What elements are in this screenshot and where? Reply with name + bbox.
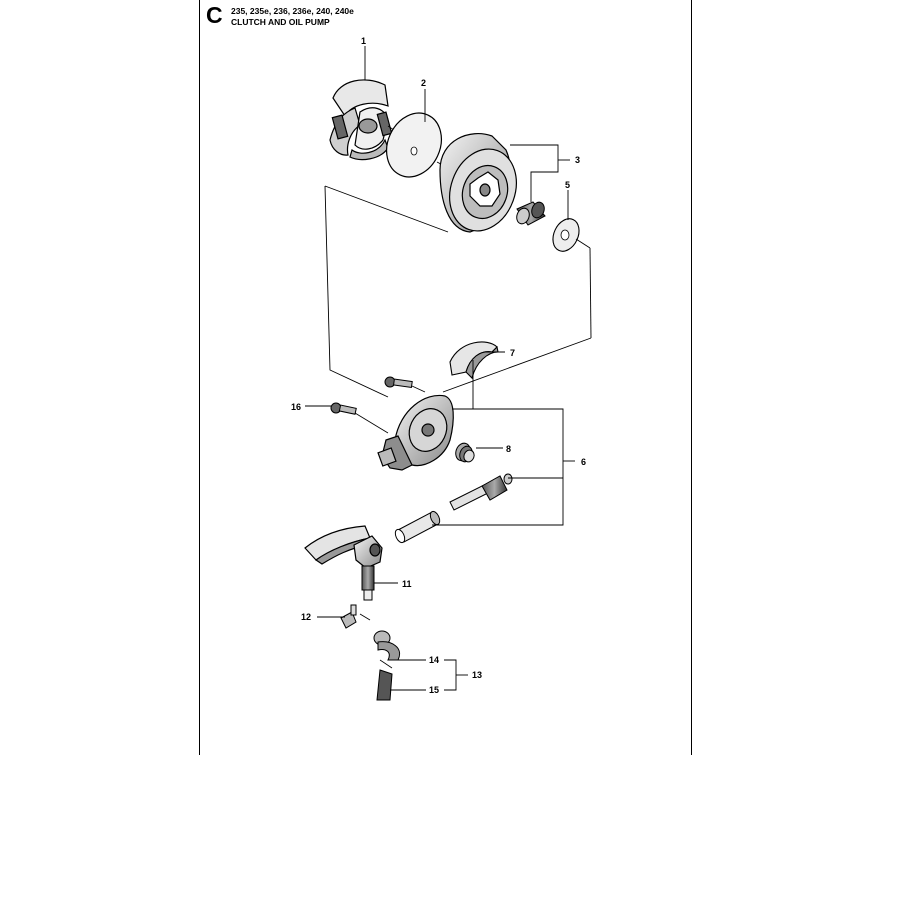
leader-line-13 (444, 659, 457, 691)
connector-part (340, 604, 357, 629)
assembly-outline (442, 337, 592, 393)
hose-part (373, 630, 400, 661)
assembly-outline (575, 238, 591, 249)
assembly-outline (324, 185, 389, 398)
pump-piston-part (394, 510, 441, 544)
leader-line-6 (432, 360, 564, 526)
callout-13: 13 (472, 670, 482, 680)
spring-part (455, 442, 475, 463)
callout-6: 6 (581, 457, 586, 467)
screw-lower (330, 402, 357, 415)
oil-pump-housing (377, 394, 454, 471)
callout-1: 1 (361, 36, 366, 46)
filter-part (376, 669, 393, 701)
clutch-drum-part (439, 132, 517, 233)
axis-line (359, 613, 371, 621)
screw-upper (384, 376, 413, 389)
axis-line (354, 412, 389, 434)
callout-7: 7 (510, 348, 515, 358)
model-list: 235, 235e, 236, 236e, 240, 240e (231, 6, 354, 16)
callout-15: 15 (429, 685, 439, 695)
axis-line (411, 385, 426, 393)
washer-part (552, 218, 580, 252)
callout-2: 2 (421, 78, 426, 88)
disc-part (386, 112, 442, 178)
right-frame-line (691, 0, 692, 755)
section-letter: C (206, 2, 223, 28)
pump-shaft-part (449, 473, 513, 511)
needle-bearing-part (516, 201, 546, 226)
callout-5: 5 (565, 180, 570, 190)
axis-line (379, 659, 393, 669)
callout-8: 8 (506, 444, 511, 454)
shield-part (449, 341, 499, 380)
left-frame-line (199, 0, 200, 755)
assembly-outline (589, 247, 592, 339)
leader-line-3 (510, 144, 559, 202)
spring-11-part (361, 565, 375, 601)
callout-16: 16 (291, 402, 301, 412)
callout-3: 3 (575, 155, 580, 165)
assembly-outline (324, 185, 449, 233)
callout-11: 11 (402, 579, 412, 589)
callout-14: 14 (429, 655, 439, 665)
clutch-part (329, 79, 393, 161)
callout-12: 12 (301, 612, 311, 622)
section-title: CLUTCH AND OIL PUMP (231, 17, 330, 27)
pump-body-part (353, 535, 383, 569)
